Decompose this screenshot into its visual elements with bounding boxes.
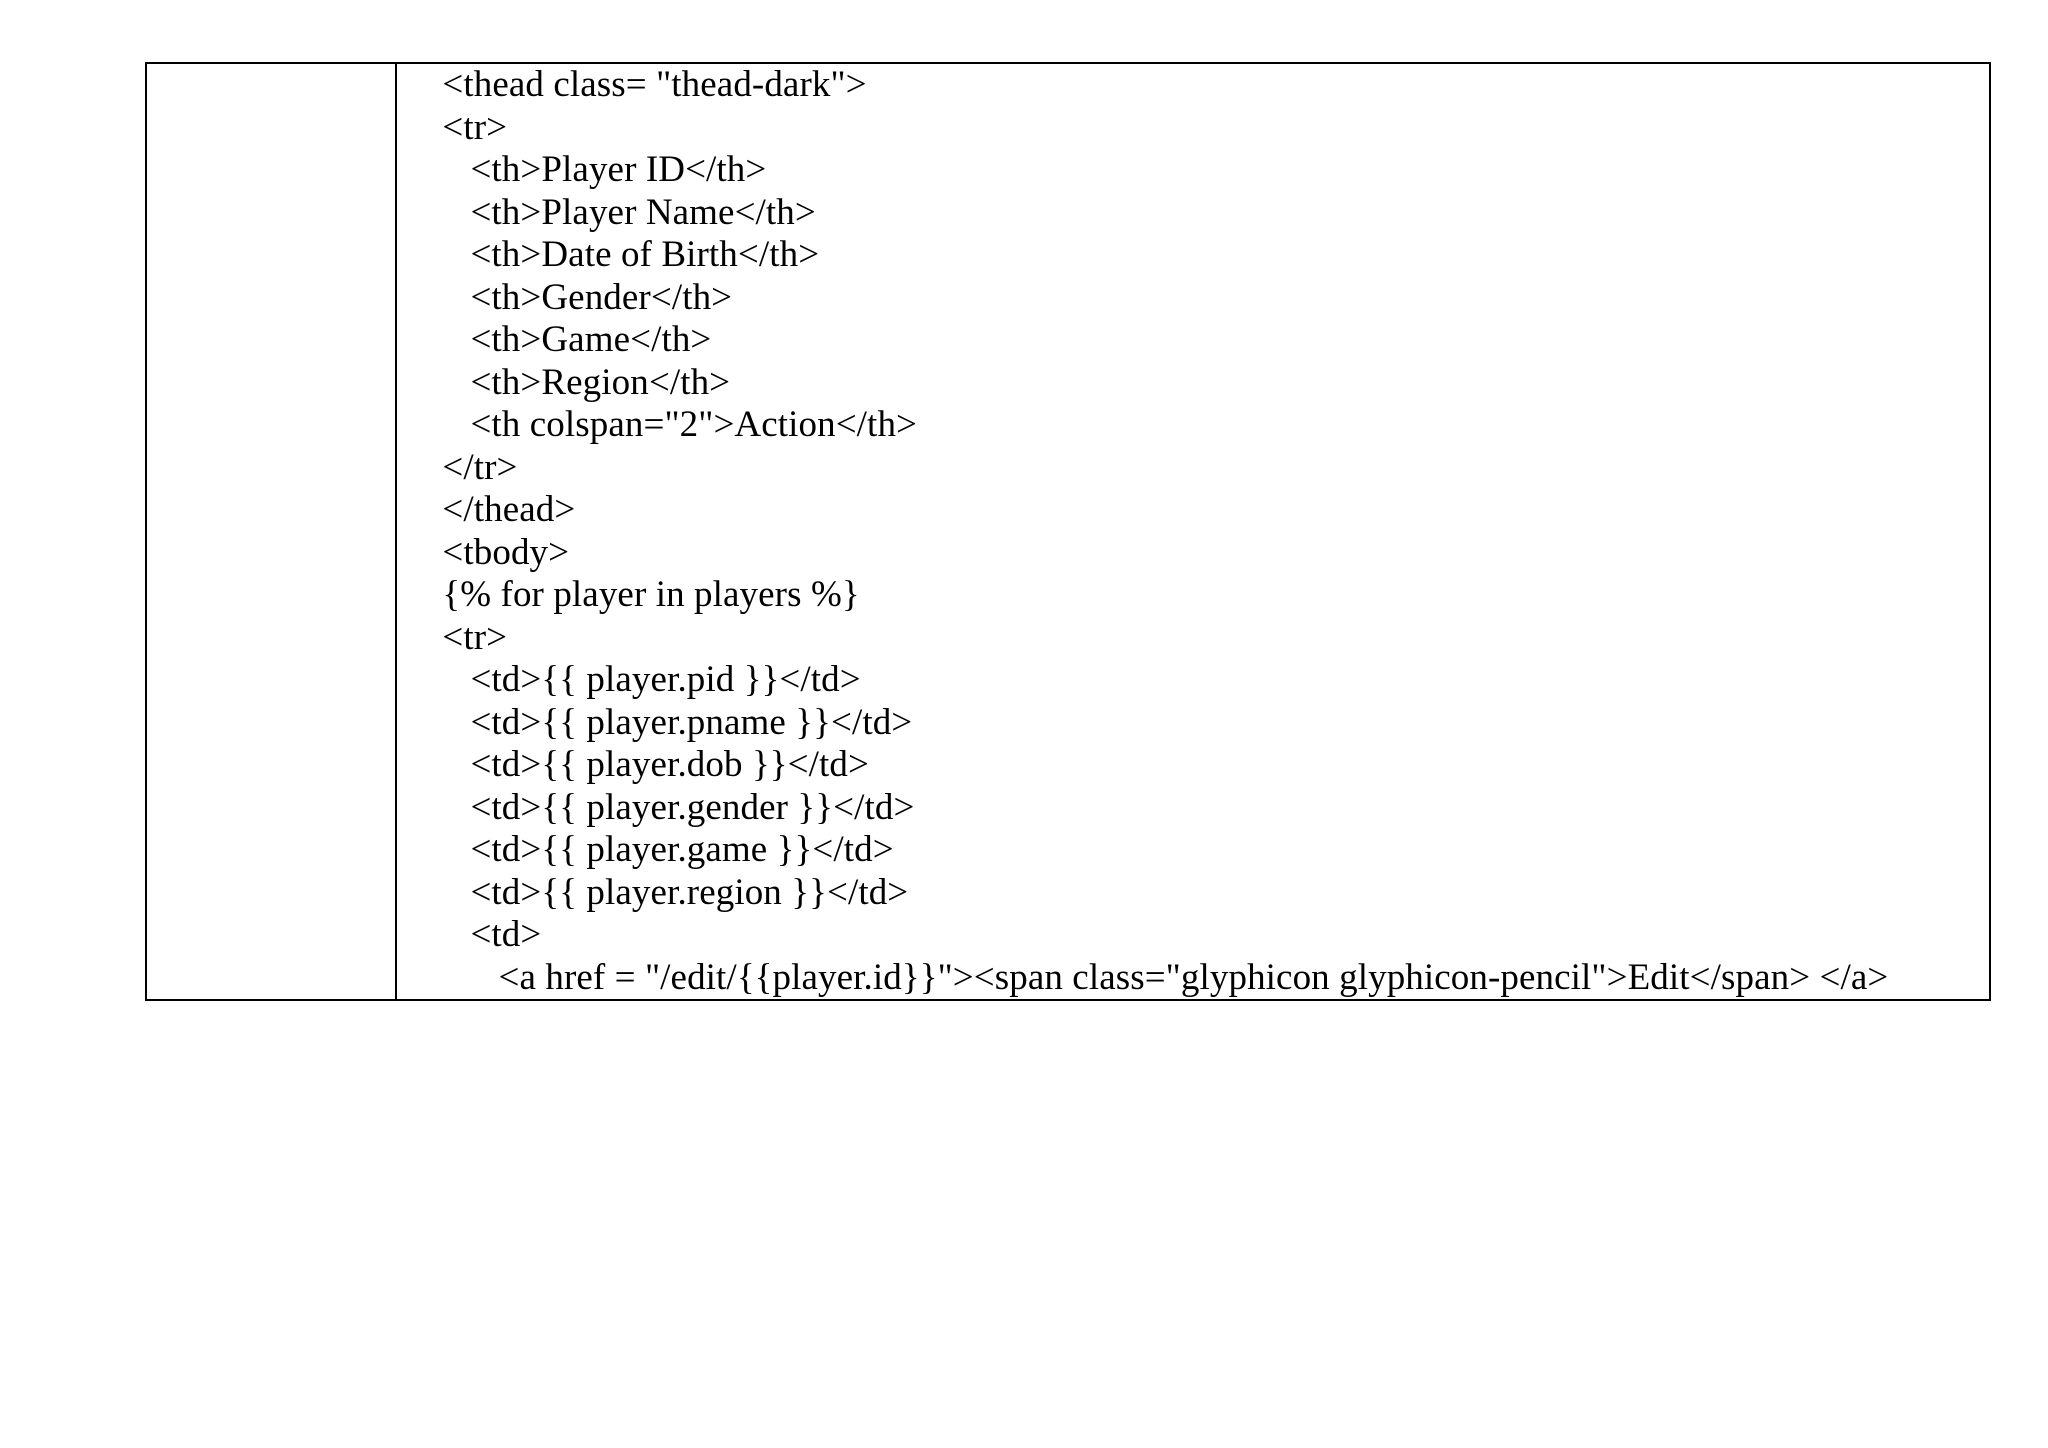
code-listing-table-body: <thead class= "thead-dark"> <tr> <th>Pla…: [145, 62, 1991, 1001]
code-listing-table: <thead class= "thead-dark"> <tr> <th>Pla…: [145, 62, 1991, 1001]
gutter-cell: [145, 62, 397, 1001]
code-listing-text: <thead class= "thead-dark"> <tr> <th>Pla…: [442, 64, 1889, 998]
code-cell: <thead class= "thead-dark"> <tr> <th>Pla…: [395, 62, 1991, 1001]
table-row: <thead class= "thead-dark"> <tr> <th>Pla…: [145, 62, 1991, 1001]
